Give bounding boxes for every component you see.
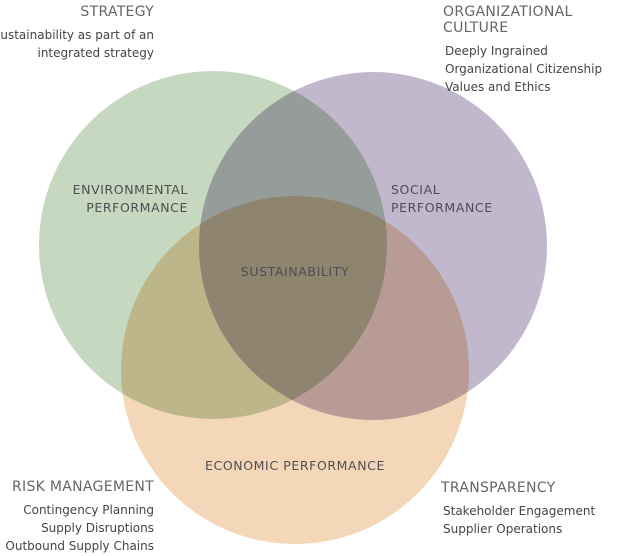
strategy-item: integrated strategy	[37, 46, 154, 60]
economic-circle	[121, 196, 469, 544]
strategy-block: STRATEGY sustainability as part of an in…	[0, 4, 154, 62]
organizational-culture-title: ORGANIZATIONAL CULTURE	[443, 4, 573, 36]
strategy-title: STRATEGY	[80, 4, 154, 20]
risk-management-item: Outbound Supply Chains	[5, 539, 154, 553]
social-label-line2: PERFORMANCE	[391, 200, 493, 215]
economic-label: ECONOMIC PERFORMANCE	[205, 458, 385, 473]
risk-management-title: RISK MANAGEMENT	[12, 479, 154, 495]
risk-management-item: Supply Disruptions	[41, 521, 154, 535]
risk-management-item: Contingency Planning	[23, 503, 154, 517]
social-label-line1: SOCIAL	[391, 182, 440, 197]
strategy-item: sustainability as part of an	[0, 28, 154, 42]
transparency-title: TRANSPARENCY	[441, 480, 556, 496]
environmental-label-line2: PERFORMANCE	[86, 200, 188, 215]
organizational-culture-item: Organizational Citizenship	[445, 62, 603, 76]
organizational-culture-block: ORGANIZATIONAL CULTURE Deeply Ingrained …	[443, 4, 633, 96]
transparency-block: TRANSPARENCY Stakeholder Engagement Supp…	[441, 480, 595, 538]
transparency-item: Stakeholder Engagement	[443, 504, 596, 518]
organizational-culture-item: Values and Ethics	[445, 80, 551, 94]
transparency-item: Supplier Operations	[443, 522, 563, 536]
organizational-culture-item: Deeply Ingrained	[445, 44, 548, 58]
environmental-label-line1: ENVIRONMENTAL	[73, 182, 188, 197]
risk-management-block: RISK MANAGEMENT Contingency Planning Sup…	[5, 479, 154, 555]
sustainability-label: SUSTAINABILITY	[241, 264, 349, 279]
